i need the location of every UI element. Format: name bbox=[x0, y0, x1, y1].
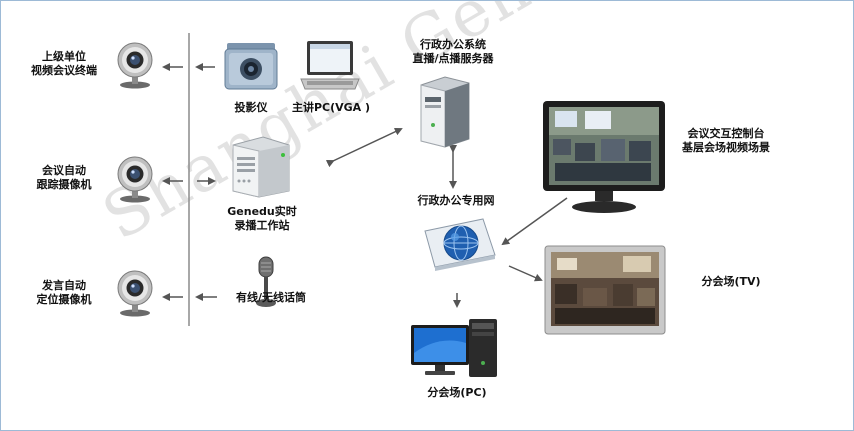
label-line: Genedu实时 bbox=[227, 205, 297, 218]
label-admin-network: 行政办公专用网 bbox=[417, 194, 495, 207]
laptop-icon bbox=[300, 41, 360, 90]
label-speaker-camera: 发言自动 定位摄像机 bbox=[23, 279, 105, 307]
arrow-console-to-network bbox=[501, 197, 568, 246]
label-line: 行政办公系统 bbox=[420, 38, 486, 51]
projector-icon bbox=[224, 43, 278, 90]
label-line: 跟踪摄像机 bbox=[36, 178, 92, 191]
label-superior-terminal: 上级单位 视频会议终端 bbox=[23, 50, 105, 78]
webcam-icon bbox=[117, 42, 153, 89]
label-branch-tv: 分会场(TV) bbox=[701, 275, 761, 288]
label-microphone: 有线/无线话筒 bbox=[235, 291, 307, 304]
label-line: 录播工作站 bbox=[234, 219, 290, 232]
label-branch-pc: 分会场(PC) bbox=[427, 386, 487, 399]
label-line: 会议自动 bbox=[42, 164, 86, 177]
label-control-console: 会议交互控制台 基层会场视频场景 bbox=[671, 127, 781, 155]
network-globe-icon bbox=[424, 218, 496, 271]
label-line: 上级单位 bbox=[42, 50, 86, 63]
webcam-icon bbox=[117, 270, 153, 317]
desktop-pc-icon bbox=[411, 319, 497, 377]
tower-server-icon bbox=[420, 76, 470, 148]
label-admin-server: 行政办公系统 直播/点播服务器 bbox=[395, 38, 511, 66]
label-recording-station: Genedu实时 录播工作站 bbox=[219, 205, 305, 233]
label-tracking-camera: 会议自动 跟踪摄像机 bbox=[23, 164, 105, 192]
label-line: 发言自动 bbox=[42, 279, 86, 292]
label-line: 会议交互控制台 bbox=[687, 127, 765, 140]
label-projector: 投影仪 bbox=[234, 101, 268, 114]
server-icon bbox=[232, 136, 290, 198]
label-line: 直播/点播服务器 bbox=[412, 52, 494, 65]
microphone-icon bbox=[256, 256, 276, 307]
webcam-icon bbox=[117, 156, 153, 203]
arrow-network-to-tv bbox=[508, 265, 543, 282]
label-line: 定位摄像机 bbox=[36, 293, 92, 306]
monitor-icon bbox=[543, 101, 665, 213]
arrow-station-server bbox=[325, 127, 403, 168]
label-main-pc: 主讲PC(VGA ) bbox=[291, 101, 371, 114]
label-line: 基层会场视频场景 bbox=[682, 141, 770, 154]
tv-icon bbox=[544, 245, 666, 335]
label-line: 视频会议终端 bbox=[31, 64, 97, 77]
